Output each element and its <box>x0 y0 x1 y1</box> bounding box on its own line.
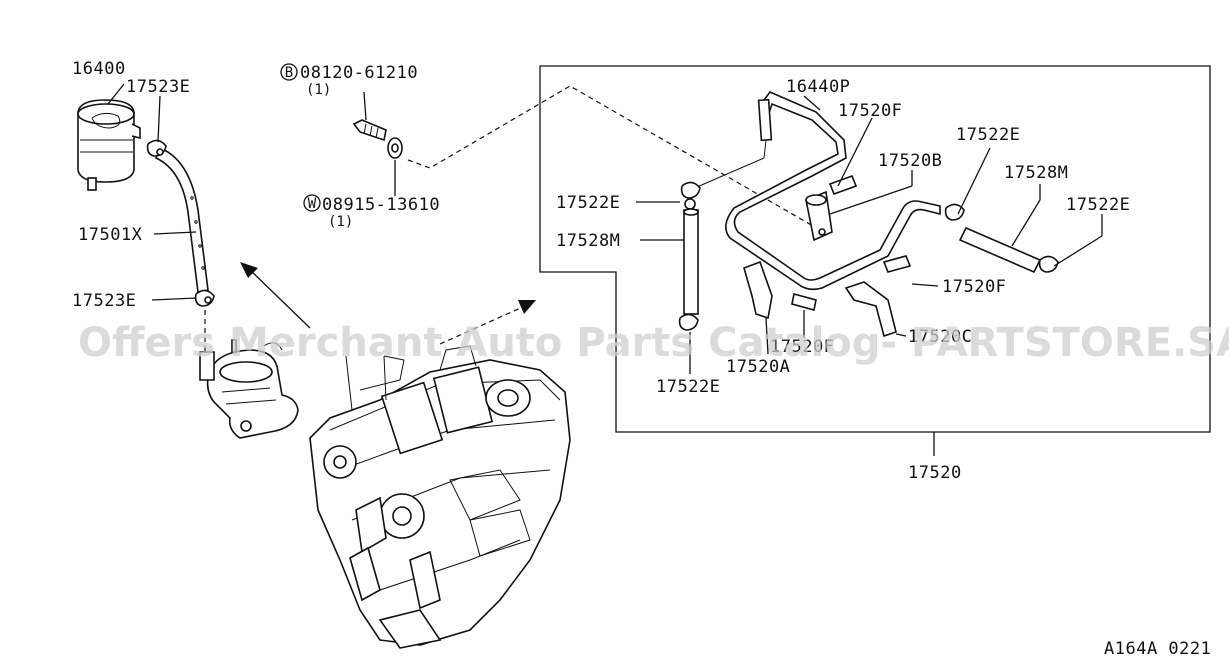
svg-text:W: W <box>308 196 317 212</box>
label-16400: 16400 <box>72 59 126 79</box>
bolt-marker-icon: B <box>280 63 298 81</box>
connector-17520f-mid <box>882 255 912 273</box>
label-17520f-low: 17520F <box>770 337 834 357</box>
arrow-right-dashed <box>439 300 536 345</box>
tube-assembly-16440p <box>689 91 941 291</box>
fuel-filter-16400 <box>77 99 141 191</box>
connector-17520f-top <box>828 174 858 196</box>
connector-17520b <box>805 190 833 242</box>
label-bolt-qty: (1) <box>306 82 331 98</box>
engine-block <box>309 345 571 649</box>
svg-text:B: B <box>285 65 293 81</box>
clamp-17523e-bottom <box>194 289 215 307</box>
connector-17520f-low <box>791 293 817 311</box>
watermark-text: Offers Merchant Auto Parts Catalog- PART… <box>78 320 1229 366</box>
bracket-17520a <box>743 260 773 320</box>
label-17528m-right: 17528M <box>1004 163 1068 183</box>
label-17520b: 17520B <box>878 151 942 171</box>
purge-valve-assembly <box>199 339 299 439</box>
clamp-17522e-bottom <box>678 313 699 331</box>
clamp-17522e-right <box>1038 255 1059 273</box>
bracket-17520c <box>844 281 897 338</box>
label-17501x: 17501X <box>78 225 143 245</box>
label-17520f-top: 17520F <box>838 101 902 121</box>
label-17522e-right: 17522E <box>1066 195 1130 215</box>
label-17528m-left: 17528M <box>556 231 620 251</box>
label-17520: 17520 <box>908 463 962 483</box>
label-bolt-code: 08120-61210 <box>300 63 418 83</box>
washer-marker-icon: W <box>303 194 321 212</box>
label-17520a: 17520A <box>726 357 790 377</box>
assembly-box <box>539 65 1211 433</box>
washer-part <box>387 137 403 159</box>
label-16440p: 16440P <box>786 77 850 97</box>
hose-17501x <box>154 146 209 293</box>
clamp-17522e-tr <box>944 203 965 221</box>
label-17522e-bottom: 17522E <box>656 377 720 397</box>
clamp-17523e-top <box>146 139 167 157</box>
leader-lines <box>107 83 1103 456</box>
label-17523e-bottom: 17523E <box>72 291 136 311</box>
label-17520f-mid: 17520F <box>942 277 1006 297</box>
clamp-17522e-left <box>680 181 701 210</box>
label-17520c: 17520C <box>908 327 972 347</box>
bolt-part <box>352 119 387 142</box>
label-washer-qty: (1) <box>328 214 353 230</box>
label-17523e-top: 17523E <box>126 77 190 97</box>
arrow-upper-left <box>240 262 311 329</box>
label-washer-code: 08915-13610 <box>322 195 440 215</box>
hose-17528m-left <box>683 208 699 315</box>
hose-17528m-right <box>958 226 1042 274</box>
label-17522e-tr: 17522E <box>956 125 1020 145</box>
label-17522e-left: 17522E <box>556 193 620 213</box>
diagram-code: A164A 0221 <box>1104 639 1211 659</box>
